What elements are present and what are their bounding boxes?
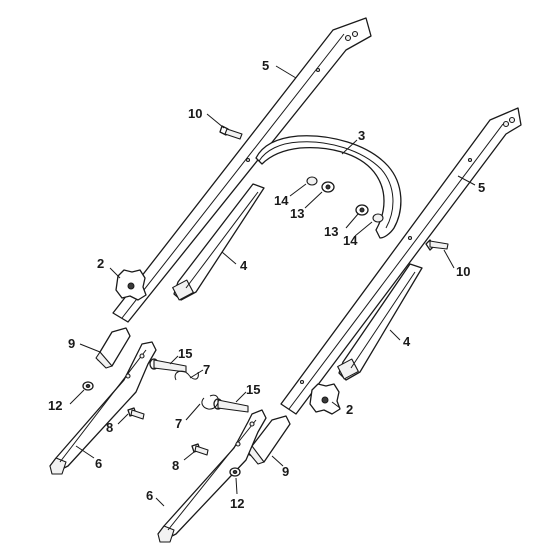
callout-labels: 5 10 3 14 13 5 13 14 2 4 10 4 9 15 7 12 … xyxy=(48,58,485,511)
callout-label: 6 xyxy=(146,488,153,503)
lower-handle-right xyxy=(157,409,267,543)
callout-label: 13 xyxy=(290,206,304,221)
callout-label: 12 xyxy=(230,496,244,511)
cable-guide-right xyxy=(337,263,423,381)
callout-label: 4 xyxy=(240,258,248,273)
nut-left xyxy=(82,381,94,391)
callout-label: 6 xyxy=(95,456,102,471)
callout-label: 9 xyxy=(282,464,289,479)
cable-guide-left xyxy=(172,183,265,301)
callout-label: 13 xyxy=(324,224,338,239)
upper-handle-left xyxy=(112,17,372,323)
callout-label: 14 xyxy=(274,193,289,208)
lower-handle-left xyxy=(49,341,157,475)
clip-left xyxy=(174,370,199,381)
star-knob-left xyxy=(115,269,147,301)
nut-right xyxy=(229,467,241,477)
cover-left xyxy=(95,327,131,369)
callout-label: 12 xyxy=(48,398,62,413)
callout-label: 4 xyxy=(403,334,411,349)
callout-label: 7 xyxy=(175,416,182,431)
callout-label: 9 xyxy=(68,336,75,351)
callout-label: 10 xyxy=(456,264,470,279)
callout-label: 15 xyxy=(246,382,260,397)
bolt-right xyxy=(191,443,209,456)
callout-label: 5 xyxy=(262,58,269,73)
callout-label: 3 xyxy=(358,128,365,143)
callout-label: 8 xyxy=(106,420,113,435)
screw-left xyxy=(219,125,243,140)
callout-label: 8 xyxy=(172,458,179,473)
callout-label: 2 xyxy=(97,256,104,271)
callout-label: 15 xyxy=(178,346,192,361)
callout-label: 2 xyxy=(346,402,353,417)
control-bar xyxy=(255,135,402,239)
callout-label: 10 xyxy=(188,106,202,121)
upper-handle-right xyxy=(280,107,522,415)
spacers-upper xyxy=(306,176,384,223)
callout-label: 5 xyxy=(478,180,485,195)
callout-label: 7 xyxy=(203,362,210,377)
star-knob-right xyxy=(309,383,341,415)
callout-label: 14 xyxy=(343,233,358,248)
leader-lines xyxy=(69,65,476,507)
pin-right xyxy=(213,398,249,413)
screw-right xyxy=(425,239,449,251)
clip-right xyxy=(201,394,219,410)
bolt-left xyxy=(127,407,145,420)
